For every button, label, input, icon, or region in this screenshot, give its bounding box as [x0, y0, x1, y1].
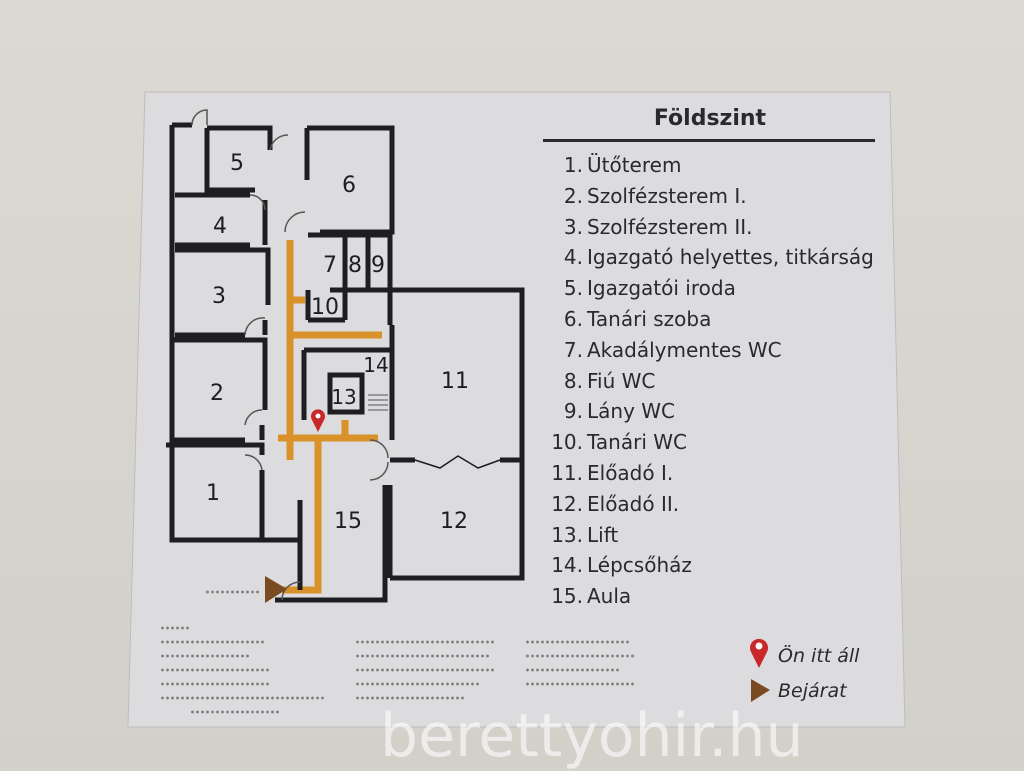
room-label-2: 2: [210, 381, 224, 406]
room-label-11: 11: [441, 369, 469, 394]
legend-item: 15.Aula: [551, 584, 632, 609]
room-15-walls: [275, 485, 393, 603]
room-label-4: 4: [213, 214, 227, 239]
braille-line: [355, 668, 495, 672]
braille-line: [205, 590, 260, 594]
route-line: [278, 240, 382, 594]
legend-item: 2.Szolfézsterem I.: [563, 183, 747, 208]
wall-outer-left: [169, 125, 300, 543]
braille-line: [355, 696, 465, 700]
braille-line: [160, 640, 265, 644]
room-2-walls: [170, 337, 268, 443]
route-path: [278, 240, 382, 594]
room-3-walls: [175, 247, 271, 338]
braille-line: [525, 668, 620, 672]
legend-item: 8.Fiú WC: [563, 368, 656, 393]
key-entrance-icon: [751, 679, 770, 702]
wc-walls: [305, 232, 393, 325]
doors: [191, 109, 389, 601]
braille-line: [525, 654, 635, 658]
braille-line: [160, 668, 270, 672]
room-6-walls: [304, 125, 395, 235]
room-label-8: 8: [348, 253, 362, 278]
room-label-12: 12: [440, 509, 468, 534]
legend-list: 1.Ütőterem 2.Szolfézsterem I. 3.Szolfézs…: [545, 150, 874, 612]
legend-item: 11.Előadó I.: [551, 460, 674, 485]
braille-line: [190, 710, 280, 714]
legend-item: 3.Szolfézsterem II.: [563, 214, 753, 239]
legend-divider: [543, 139, 875, 142]
braille-line: [160, 654, 250, 658]
entrance-arrow-icon: [265, 576, 287, 603]
braille-line: [160, 626, 190, 630]
legend-title: Földszint: [653, 106, 767, 131]
legend-item: 10.Tanári WC: [551, 430, 687, 455]
legend-item: 4.Igazgató helyettes, titkárság: [563, 245, 874, 270]
room-label-15: 15: [334, 509, 362, 534]
braille-line: [525, 682, 635, 686]
sign-board: [127, 91, 906, 728]
room-label-9: 9: [371, 253, 385, 278]
legend-item: 1.Ütőterem: [563, 153, 682, 177]
room-label-14: 14: [363, 353, 388, 377]
room-label-13: 13: [331, 385, 356, 409]
legend-item: 7.Akadálymentes WC: [563, 337, 782, 362]
rooms-11-12-walls: [389, 287, 525, 581]
braille-line: [355, 682, 480, 686]
room-1-walls: [166, 442, 265, 540]
watermark: berettyohir.hu: [380, 701, 804, 771]
walls: [166, 122, 525, 603]
legend-item: 13.Lift: [551, 522, 619, 547]
stairs-icon: [368, 394, 388, 411]
rooms-13-14-walls: [301, 347, 390, 420]
legend-item: 6.Tanári szoba: [563, 306, 712, 331]
key-map-pin-icon: [749, 638, 768, 668]
legend-item: 5.Igazgatói iroda: [563, 276, 736, 301]
braille-line: [355, 640, 495, 644]
key-entrance: Bejárat: [778, 680, 847, 702]
folding-partition: [414, 455, 501, 469]
room-labels: 1 2 3 4 5 6 7 8 9 10 11 12 13 14 15: [206, 151, 469, 534]
legend-item: 14.Lépcsőház: [551, 553, 692, 578]
room-label-7: 7: [323, 253, 337, 278]
legend-item: 9.Lány WC: [563, 399, 676, 424]
key-you-are-here: Ön itt áll: [778, 645, 860, 667]
room-label-3: 3: [212, 284, 226, 309]
braille-line: [160, 696, 325, 700]
braille-line: [525, 640, 630, 644]
room-label-10: 10: [311, 295, 339, 320]
braille-line: [160, 682, 270, 686]
room-label-1: 1: [206, 481, 220, 506]
braille-line: [355, 654, 490, 658]
room-5-walls: [172, 122, 273, 193]
room-label-5: 5: [230, 151, 244, 176]
map-pin-icon: [311, 409, 326, 432]
room-label-6: 6: [342, 173, 356, 198]
legend-item: 12.Előadó II.: [551, 491, 680, 516]
